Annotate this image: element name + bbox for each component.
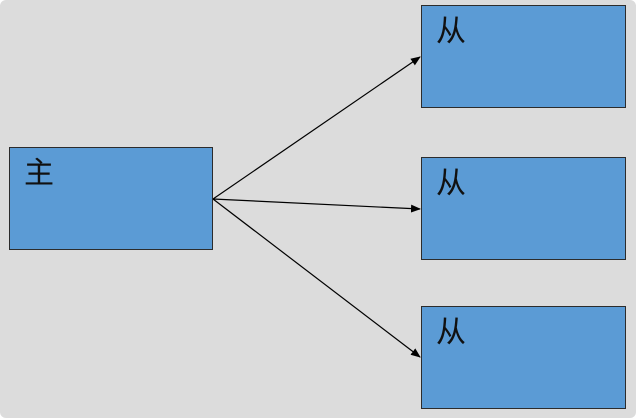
master-node: 主 [9,147,213,250]
slave-node-2: 从 [421,157,626,260]
slave-node-3-label: 从 [436,315,466,350]
arrow-master-to-slave-2 [212,198,421,213]
slave-node-2-label: 从 [436,166,466,201]
master-node-label: 主 [24,156,54,191]
slave-node-1-label: 从 [436,14,466,49]
arrow-master-to-slave-1 [212,56,421,200]
slave-node-1: 从 [421,5,626,108]
arrow-master-to-slave-3 [212,198,421,358]
slave-node-3: 从 [421,306,626,409]
